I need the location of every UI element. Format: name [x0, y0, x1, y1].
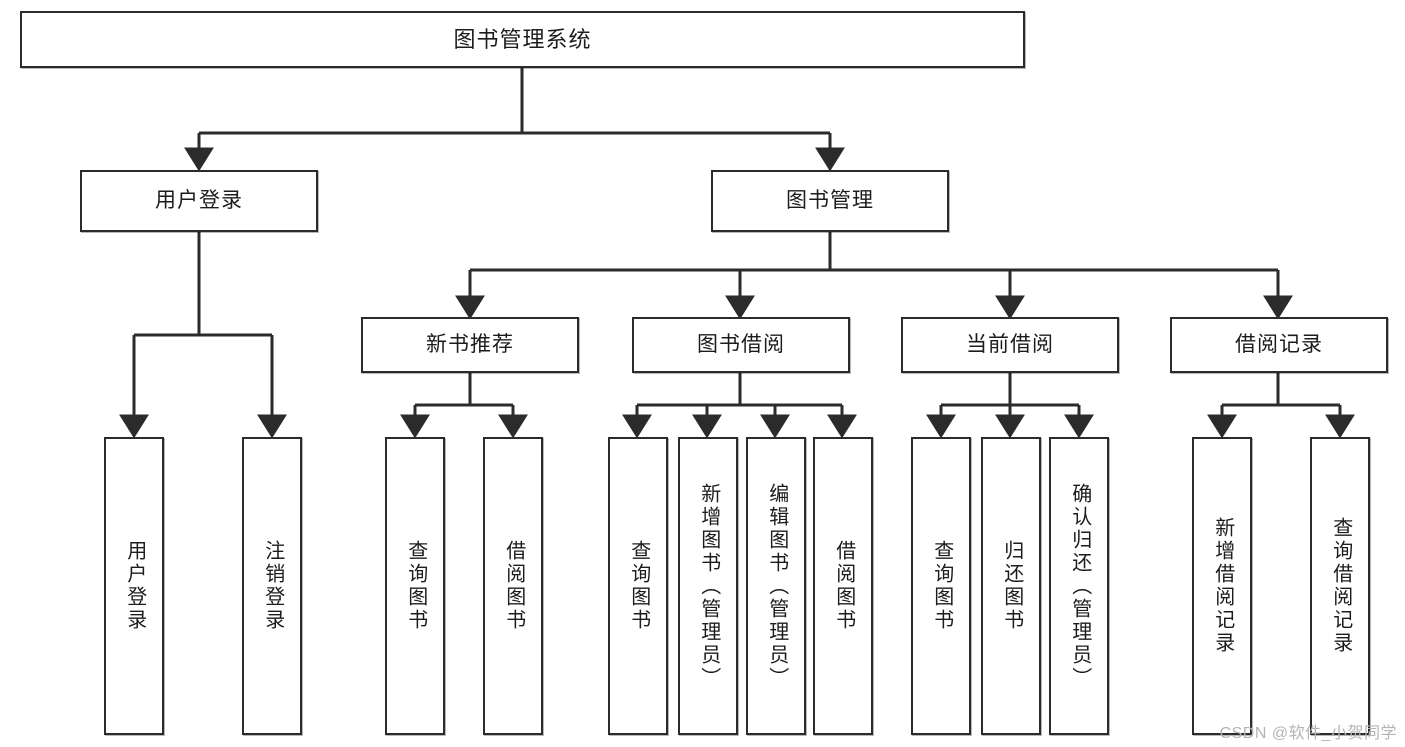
node-label: 用户登录 [155, 188, 243, 212]
node-label: 新增图书（管理员） [697, 482, 720, 690]
node-label: 当前借阅 [966, 332, 1054, 356]
leaf-current-borrow-return[interactable]: 归还图书 [981, 437, 1041, 735]
leaf-user-login-signin[interactable]: 用户登录 [104, 437, 164, 735]
leaf-book-borrow-add[interactable]: 新增图书（管理员） [678, 437, 738, 735]
node-label: 查询借阅记录 [1329, 517, 1352, 655]
node-book-borrow[interactable]: 图书借阅 [632, 317, 850, 373]
node-label: 借阅记录 [1235, 332, 1323, 356]
node-borrow-record[interactable]: 借阅记录 [1170, 317, 1388, 373]
node-label: 图书借阅 [697, 332, 785, 356]
leaf-book-borrow-query[interactable]: 查询图书 [608, 437, 668, 735]
node-label: 图书管理 [786, 188, 874, 212]
leaf-book-borrow-edit[interactable]: 编辑图书（管理员） [746, 437, 806, 735]
node-label: 查询图书 [627, 540, 650, 632]
node-label: 编辑图书（管理员） [765, 482, 788, 690]
node-user-login[interactable]: 用户登录 [80, 170, 318, 232]
node-label: 确认归还（管理员） [1068, 482, 1091, 690]
leaf-new-book-borrow[interactable]: 借阅图书 [483, 437, 543, 735]
node-label: 借阅图书 [832, 540, 855, 632]
node-label: 图书管理系统 [453, 26, 592, 52]
node-label: 新增借阅记录 [1211, 517, 1234, 655]
node-new-book-recommend[interactable]: 新书推荐 [361, 317, 579, 373]
node-label: 查询图书 [930, 540, 953, 632]
node-label: 查询图书 [404, 540, 427, 632]
leaf-borrow-record-add[interactable]: 新增借阅记录 [1192, 437, 1252, 735]
node-label: 注销登录 [261, 540, 284, 632]
leaf-user-login-signout[interactable]: 注销登录 [242, 437, 302, 735]
leaf-borrow-record-query[interactable]: 查询借阅记录 [1310, 437, 1370, 735]
node-current-borrow[interactable]: 当前借阅 [901, 317, 1119, 373]
leaf-current-borrow-query[interactable]: 查询图书 [911, 437, 971, 735]
node-label: 用户登录 [123, 540, 146, 632]
node-book-management[interactable]: 图书管理 [711, 170, 949, 232]
leaf-new-book-query[interactable]: 查询图书 [385, 437, 445, 735]
watermark: CSDN @软件_小贺同学 [1219, 725, 1397, 742]
node-label: 借阅图书 [502, 540, 525, 632]
leaf-current-borrow-confirm-return[interactable]: 确认归还（管理员） [1049, 437, 1109, 735]
node-label: 归还图书 [1000, 540, 1023, 632]
node-label: 新书推荐 [426, 332, 514, 356]
node-root-system[interactable]: 图书管理系统 [20, 11, 1025, 68]
leaf-book-borrow-lend[interactable]: 借阅图书 [813, 437, 873, 735]
